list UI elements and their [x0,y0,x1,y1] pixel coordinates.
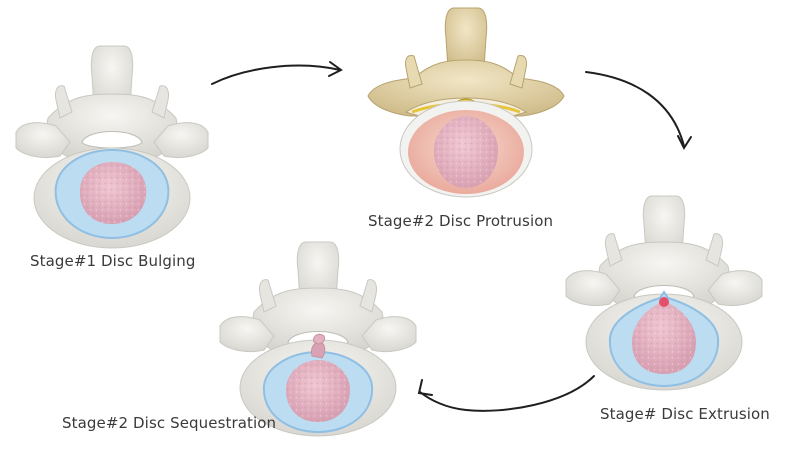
arrowhead-3 [417,379,433,396]
vertebra-protrusion-illustration [367,7,565,198]
herniation-tip-marker [659,297,669,307]
stage-bulging-panel [8,38,218,253]
stage-protrusion-caption: Stage#2 Disc Protrusion [368,212,554,230]
arrowhead-1 [328,61,343,77]
vertebra-sequestration-illustration [219,241,417,437]
stage-bulging-caption: Stage#1 Disc Bulging [30,252,196,270]
curved-arrow-2-to-3 [585,71,685,147]
curved-arrow-3-to-4 [419,375,595,412]
stage-extrusion-caption: Stage# Disc Extrusion [600,405,770,423]
stage-sequestration-panel [214,238,424,438]
stage-protrusion-panel [362,4,572,204]
stage-extrusion-panel [560,192,770,392]
curved-arrow-1-to-2 [211,64,341,85]
vertebra-extrusion-illustration [565,195,763,391]
vertebra-bulging-illustration [15,45,209,249]
stage-sequestration-caption: Stage#2 Disc Sequestration [62,414,277,432]
arrowhead-2 [677,135,692,151]
